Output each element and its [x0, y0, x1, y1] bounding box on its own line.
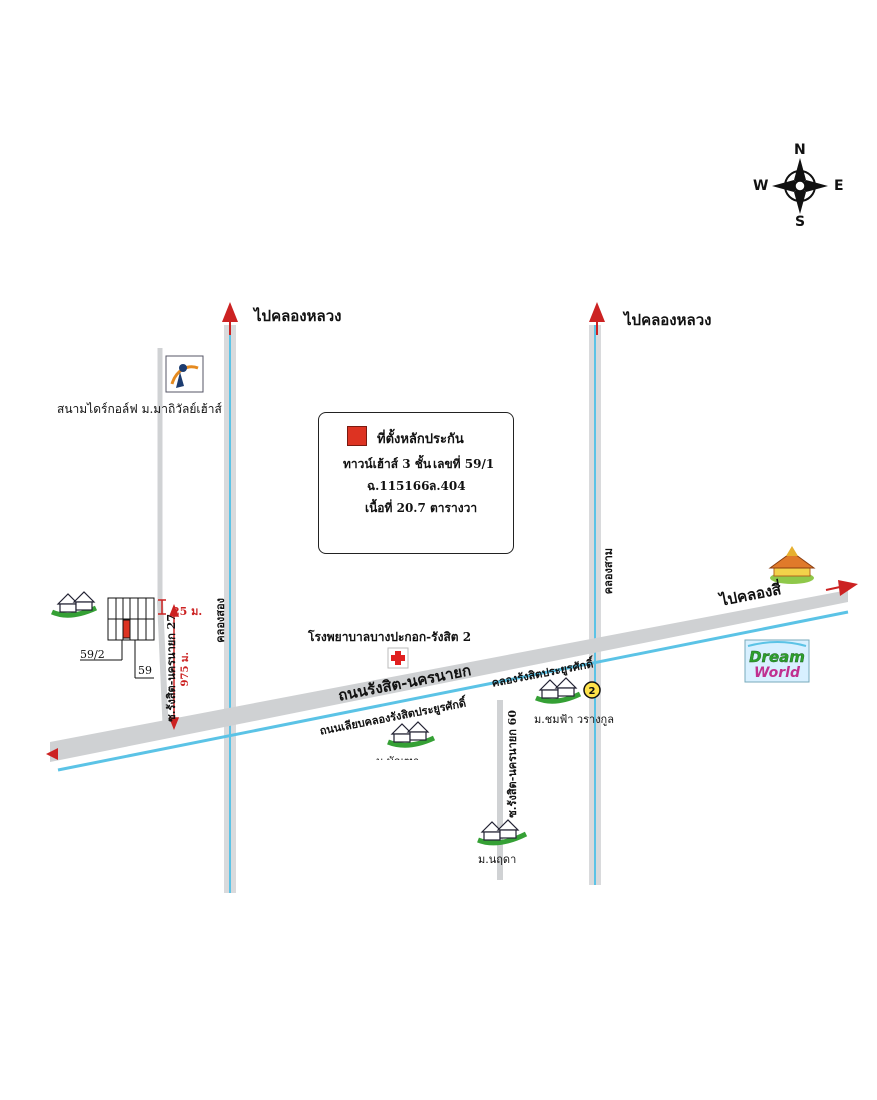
- golf-course-label: สนามไดร์กอล์ฟ ม.มาถิวัลย์เฮ้าส์: [57, 402, 222, 416]
- to-khlong-luang-left-label: ไปคลองหลวง: [254, 307, 342, 325]
- legend-volume: ล.404: [429, 479, 466, 493]
- townhouse-plot-diagram: [80, 597, 155, 679]
- route-badge-icon: 2: [583, 681, 601, 699]
- plot-59-2-label: 59/2: [80, 648, 105, 661]
- soi-60-label: ซ.รังสิต-นครนายก 60: [506, 710, 519, 818]
- hospital-label: โรงพยาบาลบางปะกอก-รังสิต 2: [308, 630, 472, 644]
- legend-house-number: เลขที่ 59/1: [433, 457, 495, 471]
- compass-west-label: W: [753, 178, 769, 194]
- dream-world-logo: Dream World: [744, 639, 810, 683]
- route-badge-number: 2: [589, 686, 596, 697]
- khlong-song-label: คลองสอง: [214, 598, 227, 643]
- compass-east-label: E: [834, 178, 844, 194]
- hospital-icon: [387, 647, 409, 669]
- village-icon-chomfa: [535, 677, 582, 704]
- compass-south-label: S: [795, 214, 806, 230]
- village-icon-left: [50, 591, 98, 618]
- village-chomfa-label: ม.ชมฟ้า วรางกูล: [534, 713, 614, 726]
- legend-property-type: ทาวน์เฮ้าส์ 3 ชั้น: [343, 457, 432, 471]
- collateral-legend-box: ที่ตั้งหลักประกัน ทาวน์เฮ้าส์ 3 ชั้น เลข…: [318, 412, 514, 554]
- soi-27-label: ซ.รังสิต-นครนายก 27: [165, 614, 178, 722]
- village-icon-bantha: [387, 721, 436, 748]
- distance-marker-25m: [158, 599, 166, 615]
- temple-icon: [768, 546, 816, 584]
- legend-title-deed: ฉ.115166: [367, 479, 430, 493]
- soi-27-road: [157, 599, 169, 736]
- main-road: [50, 590, 849, 772]
- collateral-marker-icon: [347, 426, 367, 446]
- compass-rose-icon: [772, 158, 828, 214]
- dream-world-line2: World: [754, 665, 801, 681]
- golf-icon: [165, 355, 204, 393]
- dream-world-line1: Dream: [749, 648, 805, 666]
- legend-title: ที่ตั้งหลักประกัน: [377, 432, 464, 447]
- legend-area: เนื้อที่ 20.7 ตารางวา: [365, 501, 478, 515]
- compass-north-label: N: [794, 142, 806, 158]
- left-vertical-road: [224, 325, 236, 893]
- village-bantha-label: ม.บัณฑา: [376, 752, 419, 760]
- arrow-up-right: [589, 302, 605, 335]
- arrow-west: [46, 748, 58, 760]
- right-vertical-road: [589, 325, 601, 885]
- plot-59-label: 59: [138, 664, 152, 677]
- to-khlong-luang-right-label: ไปคลองหลวง: [624, 311, 712, 329]
- arrow-east: [825, 580, 858, 596]
- distance-marker-975m: [168, 603, 180, 731]
- village-icon-narueda: [477, 819, 528, 846]
- village-narueda-label: ม.นฤดา: [478, 853, 517, 866]
- arrow-up-left: [222, 302, 238, 335]
- distance-25m-label: 25 ม.: [172, 605, 203, 618]
- khlong-sam-label: คลองสาม: [602, 548, 615, 595]
